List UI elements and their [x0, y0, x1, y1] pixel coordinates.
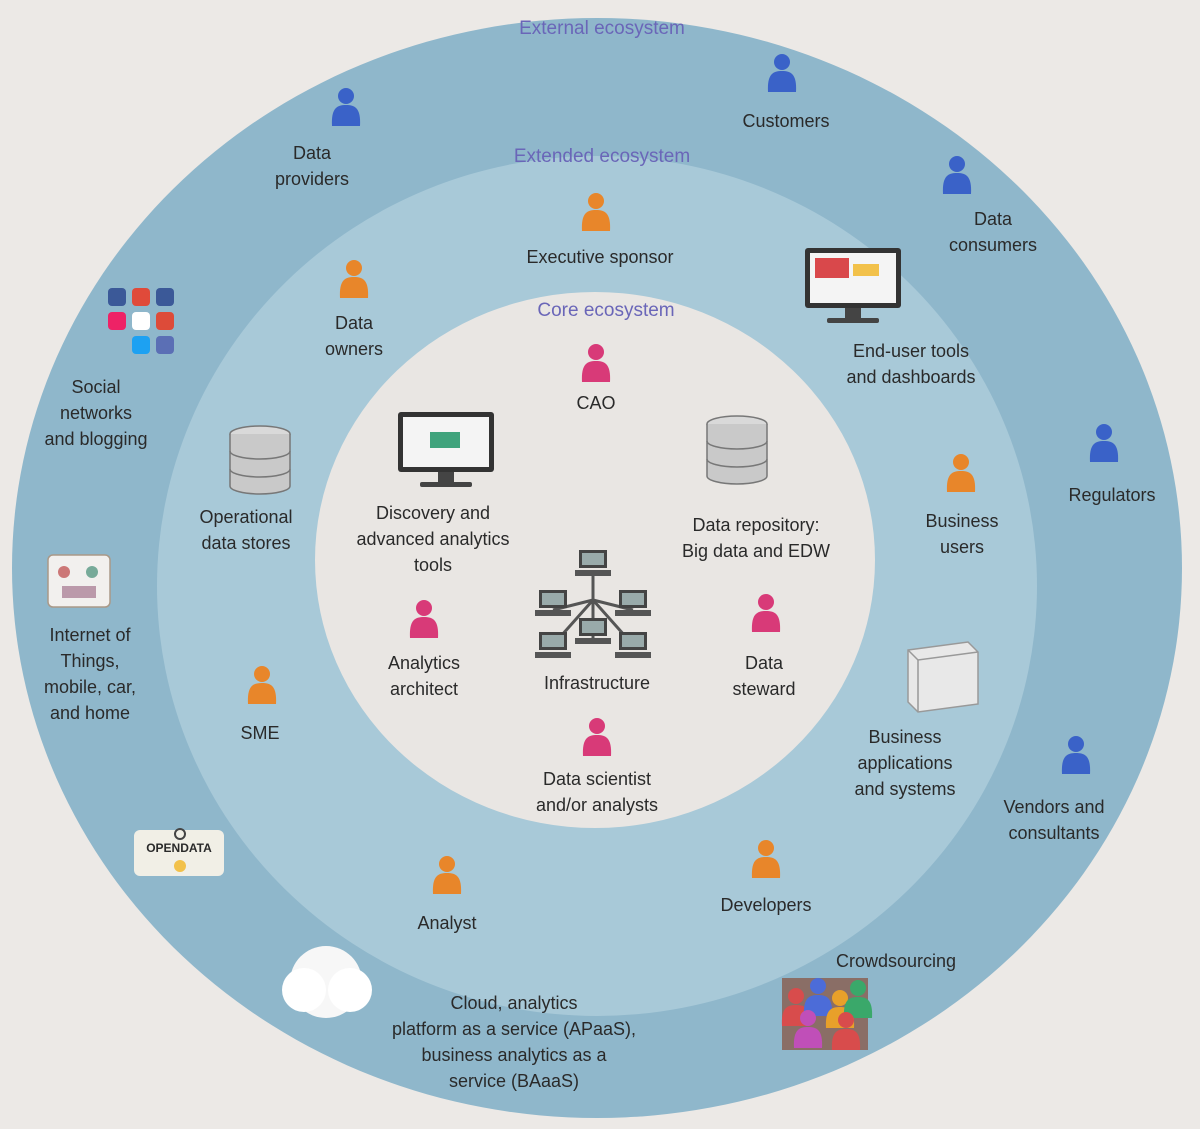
- label-data-consumers: Data consumers: [948, 209, 1038, 255]
- label-cao: CAO: [576, 393, 616, 413]
- label-executive-sponsor: Executive sponsor: [526, 247, 674, 267]
- label-internet-of-things: Internet of Things, mobile, car, and hom…: [43, 625, 137, 723]
- label-vendors-consultants: Vendors and consultants: [1003, 797, 1105, 843]
- external-ecosystem-title: External ecosystem: [519, 18, 685, 39]
- label-social-networks: Social networks and blogging: [44, 377, 148, 449]
- label-business-applications: Business applications and systems: [854, 727, 956, 799]
- extended-ecosystem-title: Extended ecosystem: [513, 146, 691, 167]
- operational-data-stores-db-icon: [229, 425, 291, 495]
- opendata-logo: [134, 828, 224, 876]
- server-bottom-left-icon: [535, 632, 571, 658]
- label-infrastructure: Infrastructure: [543, 673, 651, 693]
- label-data-providers: Data providers: [274, 143, 350, 189]
- discovery-tools-monitor-icon: [398, 412, 494, 487]
- crowdsourcing-crowd-icon: [781, 978, 873, 1050]
- label-sme: SME: [240, 723, 280, 743]
- server-right-icon: [615, 590, 651, 616]
- label-end-user-tools: End-user tools and dashboards: [846, 341, 976, 387]
- label-cloud-analytics: Cloud, analytics platform as a service (…: [391, 993, 637, 1091]
- label-data-scientist: Data scientist and/or analysts: [535, 769, 659, 815]
- server-bottom-right-icon: [615, 632, 651, 658]
- social-networks-icon: [108, 288, 174, 354]
- label-data-owners: Data owners: [324, 313, 384, 359]
- internet-of-things-icon: [47, 554, 111, 608]
- label-data-steward: Data steward: [732, 653, 796, 699]
- label-discovery-tools: Discovery and advanced analytics tools: [356, 503, 510, 575]
- label-business-users: Business users: [925, 511, 999, 557]
- label-analyst: Analyst: [417, 913, 477, 933]
- label-customers: Customers: [742, 111, 830, 131]
- label-developers: Developers: [720, 895, 812, 915]
- label-crowdsourcing: Crowdsourcing: [835, 951, 957, 971]
- label-analytics-architect: Analytics architect: [387, 653, 461, 699]
- core-ecosystem-title: Core ecosystem: [537, 300, 675, 321]
- label-regulators: Regulators: [1068, 485, 1156, 505]
- cloud-icon: [282, 946, 372, 1018]
- label-operational-data-stores: Operational data stores: [199, 507, 293, 553]
- business-applications-box-icon: [907, 641, 979, 713]
- server-top-icon: [575, 550, 611, 576]
- end-user-tools-monitor-icon: [805, 248, 901, 323]
- data-repository-db-icon: [706, 415, 768, 485]
- server-left-icon: [535, 590, 571, 616]
- opendata-logo-text: OPENDATA: [146, 841, 212, 855]
- label-data-repository: Data repository: Big data and EDW: [681, 515, 831, 561]
- server-center-icon: [575, 618, 611, 644]
